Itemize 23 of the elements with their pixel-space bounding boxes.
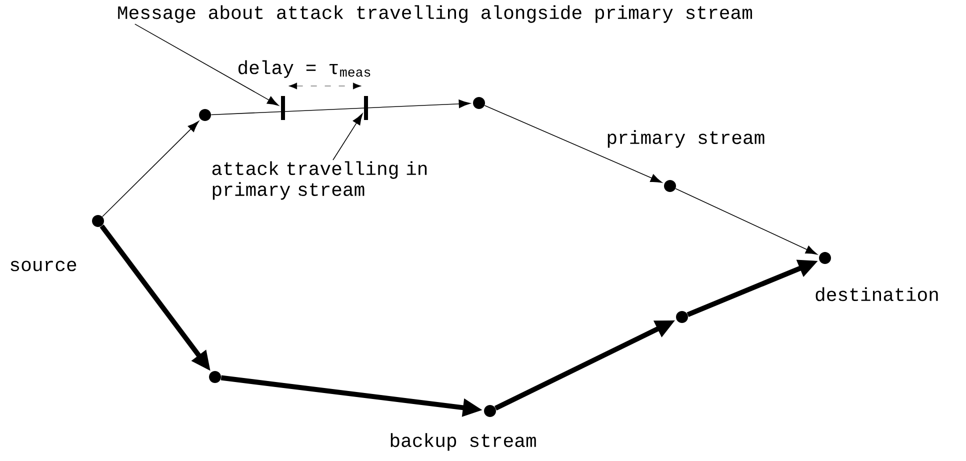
annotation-text: attack travelling in primary stream [212,161,427,200]
dot [199,109,211,121]
arrow [675,188,818,255]
text-label: backup stream [390,433,536,451]
leader-line [332,113,363,160]
arrow [484,105,662,183]
node-label: source [10,260,76,272]
dot [484,405,496,417]
node-label: destination [816,287,938,302]
annotation-text: Message about attack travelling alongside primary stream [118,5,752,23]
dot [209,371,221,383]
arrow [210,100,470,116]
tick-mark [281,96,285,120]
dot [819,252,831,264]
text-label: primary stream [608,130,764,148]
leader-line [134,24,279,106]
dot [92,215,104,227]
text-label: delay = τ$_{meas}$ [238,60,370,78]
dot [676,311,688,323]
tick-mark [364,96,368,120]
dot [664,180,676,192]
arrow [102,120,200,218]
dot [473,97,485,109]
